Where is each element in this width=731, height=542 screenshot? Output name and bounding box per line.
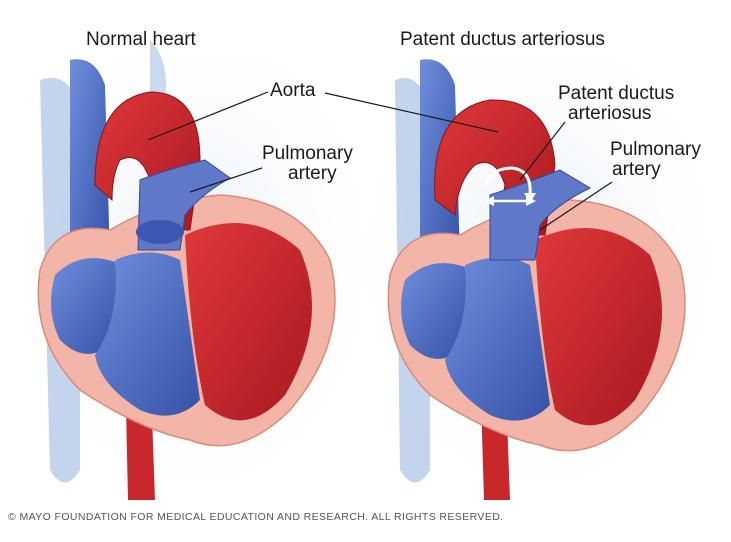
right-pulmonary-pointer-line	[539, 181, 613, 231]
left-aorta-pointer-line	[147, 91, 269, 141]
right-pulmonary-artery	[489, 169, 592, 261]
copyright-notice: © MAYO FOUNDATION FOR MEDICAL EDUCATION …	[8, 511, 504, 523]
left-pulmonary-pointer-line	[189, 167, 263, 193]
pda-arrowhead-right	[526, 196, 536, 206]
pda-label-line1: Patent ductus	[558, 83, 675, 104]
right-pulmonary-artery-label-line1: Pulmonary	[610, 139, 701, 160]
normal-heart-title: Normal heart	[86, 29, 196, 50]
pda-arrowhead-left	[484, 196, 494, 206]
pda-pointer-line	[519, 121, 566, 181]
right-aorta-pointer-line	[324, 92, 499, 133]
right-left-ventricle	[535, 228, 662, 426]
left-vessel-top	[150, 40, 166, 100]
right-right-atrium	[401, 263, 467, 359]
pda-heart-title: Patent ductus arteriosus	[400, 29, 605, 50]
left-left-ventricle	[185, 223, 312, 421]
left-pulmonary-artery-label-line1: Pulmonary	[262, 143, 353, 164]
aorta-label: Aorta	[270, 80, 316, 101]
right-pulmonary-artery-label-line2: artery	[612, 159, 661, 180]
left-superior-vena-cava	[70, 59, 110, 261]
left-right-ventricle	[95, 252, 200, 416]
pda-label-line2: arteriosus	[568, 103, 652, 124]
left-right-atrium	[51, 258, 117, 354]
pda-flow-arrow	[483, 166, 532, 196]
left-pulmonary-artery-label-line2: artery	[288, 163, 337, 184]
left-pulmonary-opening	[136, 220, 184, 244]
pda-heart-illustration	[324, 59, 707, 500]
right-right-ventricle	[445, 257, 550, 421]
normal-heart-illustration	[28, 40, 363, 500]
